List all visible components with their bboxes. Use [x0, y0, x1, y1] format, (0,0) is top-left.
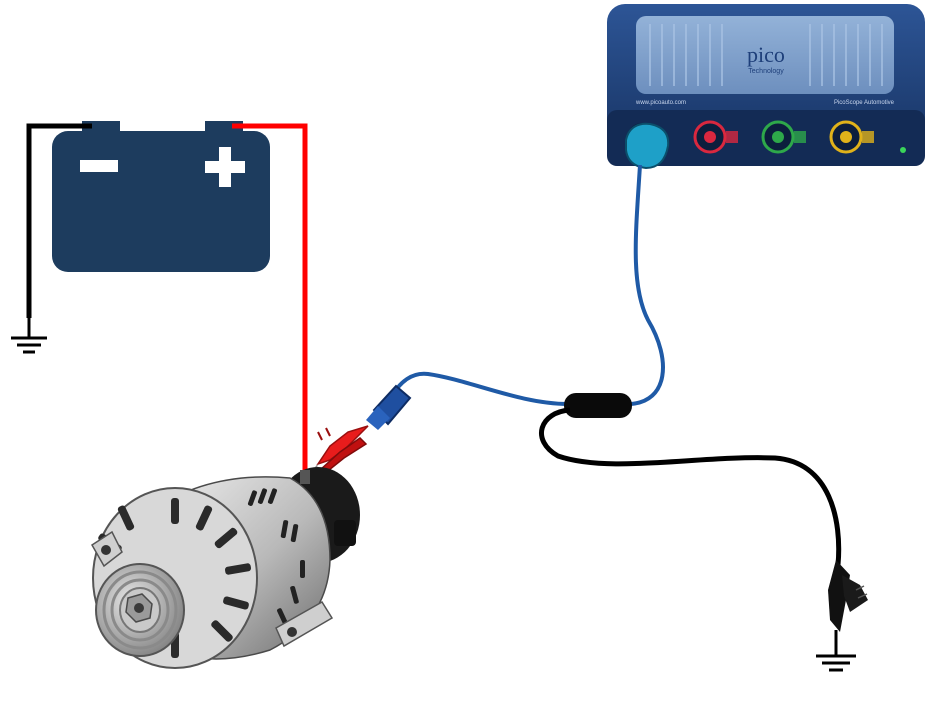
probe-ground-lead — [539, 407, 842, 566]
battery-positive-lead — [232, 123, 308, 478]
ground-symbol-battery — [11, 318, 47, 354]
picoscope-model-label: PicoScope Automotive — [834, 100, 895, 106]
channel-a-probe-connector — [625, 122, 670, 170]
black-crocodile-clip — [828, 560, 868, 632]
picoscope-panel-ribs — [649, 24, 883, 86]
alternator-cooling-slots — [247, 488, 305, 626]
alternator-b-plus-terminal — [300, 470, 310, 484]
channel-b-input — [693, 120, 738, 154]
alternator — [90, 467, 360, 669]
probe-cable — [629, 164, 665, 406]
battery-plus-icon — [205, 147, 245, 187]
battery-minus-icon — [80, 160, 118, 172]
picoscope-brand-logo: pico — [747, 42, 785, 67]
ground-symbol-engine — [816, 630, 856, 672]
picoscope: pico Technology www.picoauto.com PicoSco… — [607, 4, 925, 170]
picoscope-brand-subtitle: Technology — [748, 68, 784, 75]
picoscope-status-led — [900, 147, 906, 153]
channel-a-input — [625, 122, 670, 170]
battery-negative-lead — [26, 123, 92, 318]
battery — [52, 121, 270, 272]
channel-d-input — [829, 120, 874, 154]
channel-c-input — [761, 120, 806, 154]
probe-splitter — [564, 393, 632, 418]
probe-tip-plug — [366, 384, 412, 430]
picoscope-top-panel — [636, 16, 894, 94]
battery-body — [52, 131, 270, 272]
picoscope-website: www.picoauto.com — [635, 100, 686, 106]
probe-cable-to-clip — [390, 371, 569, 406]
